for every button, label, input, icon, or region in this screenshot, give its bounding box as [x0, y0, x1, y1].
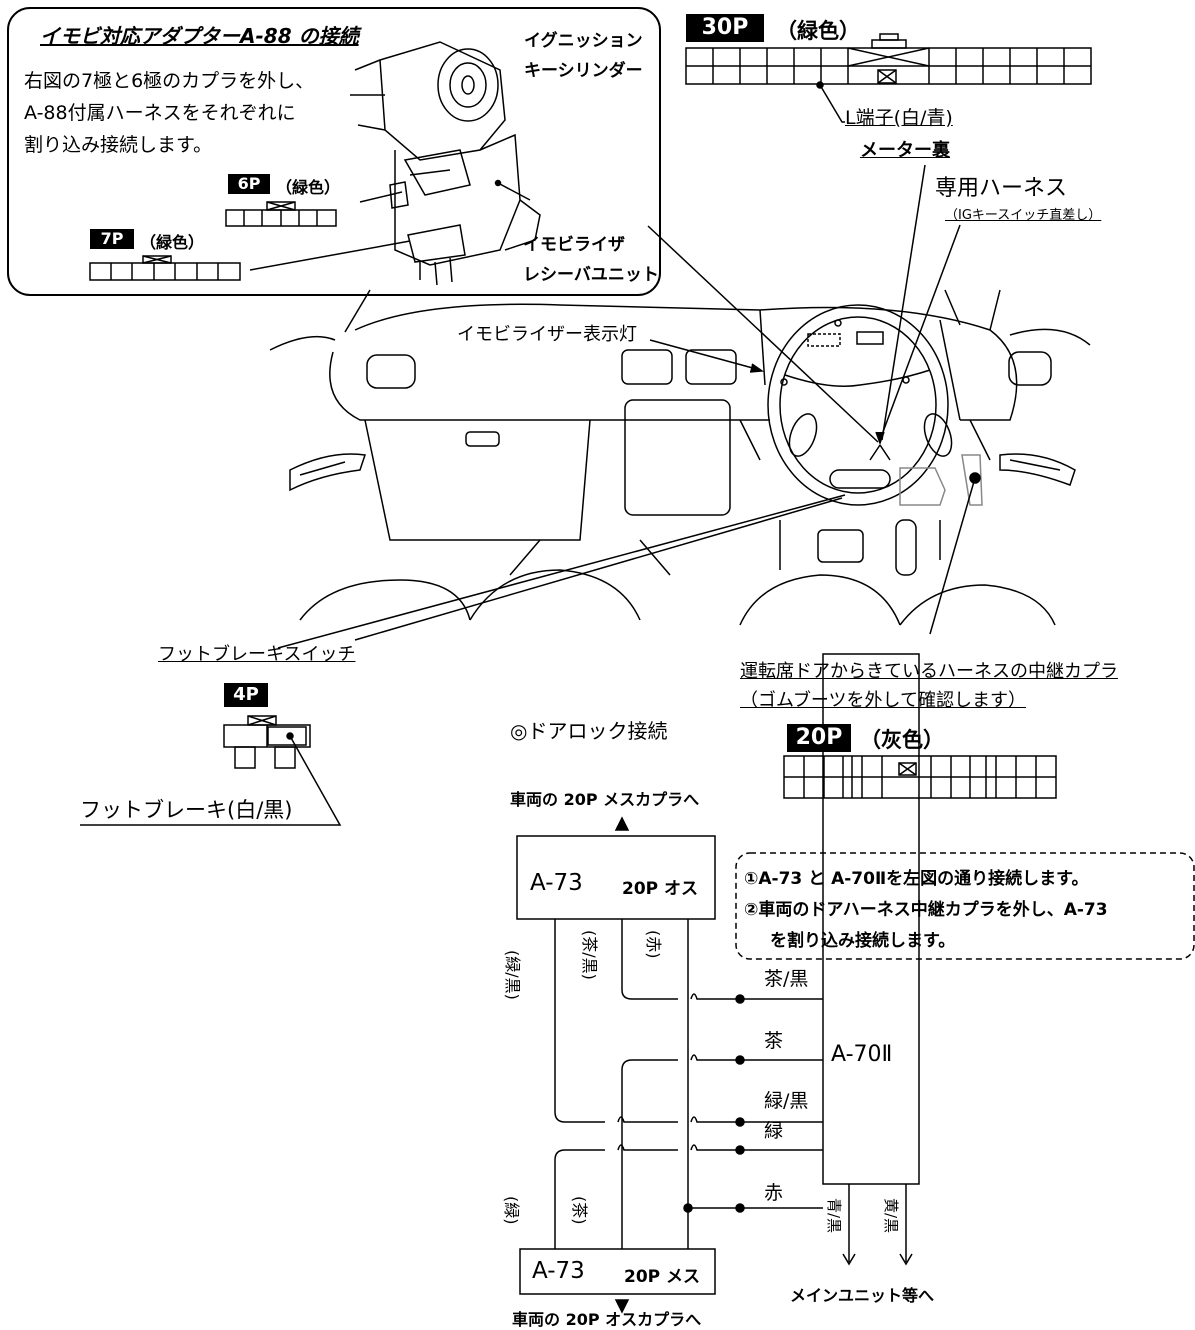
to-male-connector-label: 車両の 20P オスカプラへ: [512, 1310, 702, 1329]
ignition-cylinder-drawing: [350, 41, 541, 286]
a73-bottom-name: A-73: [532, 1258, 585, 1284]
receiver-label-1: イモビライザ: [523, 235, 625, 255]
inset-title: イモビ対応アダプターA-88 の接続: [40, 24, 359, 48]
door-lock-heading: ◎ドアロック接続: [510, 719, 668, 743]
door-relay-label-1: 運転席ドアからきているハーネスの中継カプラ: [740, 661, 1118, 682]
out-wire-blue-black: 青/黒: [825, 1198, 843, 1234]
note-2: ②車両のドアハーネス中継カプラを外し、A-73: [744, 900, 1108, 920]
harness-label: 専用ハーネス: [935, 176, 1068, 201]
connector-6p-tag: 6P: [228, 174, 270, 194]
l-terminal-label: L端子(白/青): [845, 107, 953, 129]
dashboard-drawing: [269, 289, 1091, 626]
wire-label-brown-black-top: (茶/黒): [580, 930, 599, 980]
immobi-lamp-label: イモビライザー表示灯: [457, 324, 637, 345]
a70-name: A-70Ⅱ: [831, 1042, 893, 1067]
connector-7p-color: （緑色）: [140, 233, 205, 252]
to-female-connector-label: 車両の 20P メスカプラへ: [510, 790, 700, 809]
note-1: ①A-73 と A-70Ⅱを左図の通り接続します。: [744, 869, 1089, 889]
wire-label-green-black-top: (緑/黒): [503, 950, 522, 1000]
a73-top-name: A-73: [530, 870, 583, 896]
inset-desc-2: A-88付属ハーネスをそれぞれに: [24, 102, 296, 124]
meter-location-label: メーター裏: [860, 140, 950, 161]
connector-30p-tag: 30P: [686, 14, 764, 42]
connector-30p-drawing: [685, 33, 1092, 123]
a70-wire-green: 緑: [764, 1120, 784, 1142]
note-3: を割り込み接続します。: [770, 931, 956, 951]
wire-label-brown-bottom: (茶): [570, 1196, 589, 1225]
foot-brake-switch-label: フットブレーキスイッチ: [158, 644, 356, 665]
connector-4p-tag: 4P: [224, 683, 268, 707]
connector-20p-drawing: [783, 755, 1057, 799]
door-relay-label-2: （ゴムブーツを外して確認します）: [740, 690, 1027, 711]
a70-wire-red: 赤: [764, 1182, 784, 1204]
connector-30p-color: （緑色）: [776, 19, 860, 43]
a70-wire-green-black: 緑/黒: [764, 1090, 809, 1112]
wire-label-green-bottom: (緑): [502, 1196, 521, 1225]
a70-wire-brown-black: 茶/黒: [764, 968, 809, 990]
a73-top-type: 20P オス: [622, 879, 699, 899]
ignition-label-2: キーシリンダー: [524, 61, 643, 81]
ignition-label-1: イグニッション: [524, 31, 643, 51]
connector-7p-tag: 7P: [90, 229, 134, 249]
a73-bottom-type: 20P メス: [624, 1267, 701, 1287]
foot-brake-wire-label: フットブレーキ(白/黒): [80, 798, 293, 822]
connector-20p-tag: 20P: [787, 724, 851, 752]
harness-note: （IGキースイッチ直差し）: [945, 208, 1102, 223]
inset-desc-1: 右図の7極と6極のカプラを外し、: [24, 70, 315, 92]
connector-7p-drawing: [89, 255, 241, 281]
wire-label-red-top: (赤): [644, 930, 663, 959]
to-main-unit-label: メインユニット等へ: [790, 1286, 935, 1305]
receiver-label-2: レシーバユニット: [523, 265, 659, 285]
door-lock-schematic: [516, 653, 1195, 1314]
connector-6p-drawing: [225, 201, 337, 227]
connector-20p-color: （灰色）: [860, 728, 944, 752]
inset-desc-3: 割り込み接続します。: [24, 134, 213, 156]
connector-6p-color: （緑色）: [276, 178, 341, 197]
connector-4p-drawing: [80, 715, 342, 826]
a70-wire-brown: 茶: [764, 1030, 784, 1052]
out-wire-yellow-black: 黄/黒: [882, 1198, 900, 1234]
inset-frame: [7, 7, 661, 296]
